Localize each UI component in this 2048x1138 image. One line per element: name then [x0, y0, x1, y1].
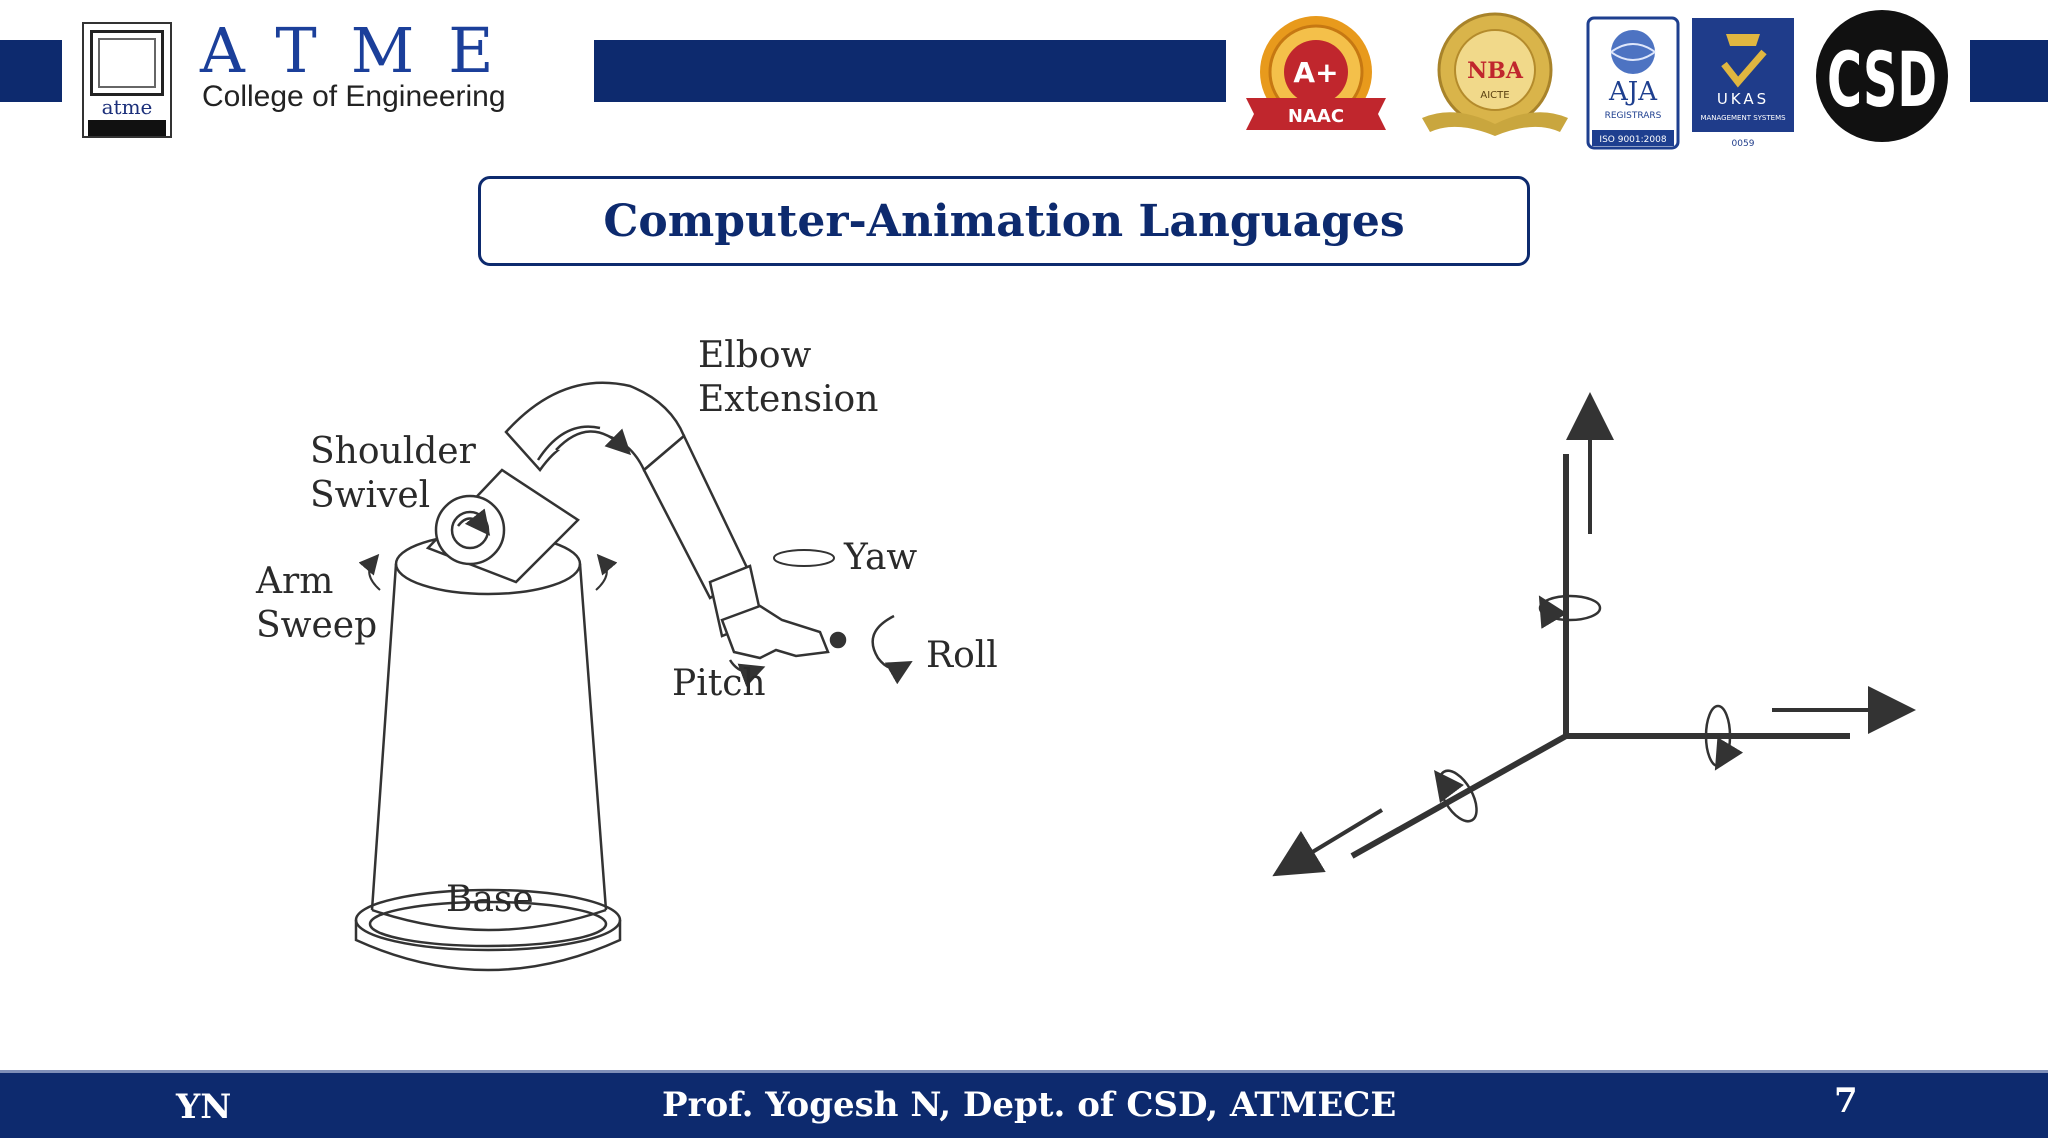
naac-badge: A+ NAAC [1246, 16, 1386, 130]
naac-grade: A+ [1293, 56, 1338, 89]
nba-badge: NBA AICTE [1422, 12, 1568, 136]
label-swivel: Swivel [310, 475, 431, 516]
csd-logo: CSD [1816, 10, 1948, 142]
college-abbreviation: ATME [200, 14, 528, 87]
label-elbow: Elbow [698, 335, 812, 376]
header-band-middle [594, 40, 1226, 102]
nba-label: NBA [1467, 58, 1524, 84]
logo-tagline-strip [88, 120, 166, 136]
arm-sweep-arrow [358, 553, 618, 591]
yaw-arrow [773, 549, 835, 567]
label-yaw: Yaw [844, 537, 918, 578]
axes-diagram [1272, 392, 1916, 877]
robot-base [354, 532, 622, 972]
label-sweep: Sweep [256, 605, 378, 646]
footer-author: Prof. Yogesh N, Dept. of CSD, ATMECE [662, 1085, 1397, 1125]
aja-badge: AJA REGISTRARS ISO 9001:2008 [1586, 16, 1680, 150]
label-extension: Extension [698, 379, 879, 420]
college-name: College of Engineering [202, 80, 506, 113]
axis-lines [1350, 454, 1850, 859]
slide-title: Computer-Animation Languages [603, 195, 1405, 247]
aja-iso: ISO 9001:2008 [1599, 135, 1666, 145]
rotation-arrows [1434, 594, 1744, 823]
naac-label: NAAC [1288, 106, 1344, 127]
ukas-badge: UKAS MANAGEMENT SYSTEMS 0059 [1692, 18, 1794, 149]
label-shoulder: Shoulder [310, 431, 476, 472]
header-band-right [1970, 40, 2048, 102]
logo-text: atme [101, 95, 153, 119]
logo-outer-frame [90, 30, 164, 96]
robot-shoulder [425, 468, 580, 584]
aja-sub: REGISTRARS [1605, 111, 1662, 121]
ukas-code: 0059 [1732, 139, 1755, 149]
footer-bar: YN Prof. Yogesh N, Dept. of CSD, ATMECE … [0, 1070, 2048, 1138]
label-arm: Arm [256, 561, 334, 602]
roll-arrow [871, 614, 913, 685]
college-logo: atme [82, 22, 172, 138]
label-base: Base [446, 879, 534, 920]
robot-arm-diagram [354, 381, 913, 972]
slide-title-box: Computer-Animation Languages [478, 176, 1530, 266]
label-pitch: Pitch [672, 663, 766, 704]
ukas-sub: MANAGEMENT SYSTEMS [1700, 114, 1786, 122]
ukas-label: UKAS [1717, 90, 1769, 108]
logo-inner-frame [98, 38, 156, 88]
robot-wrist [708, 564, 847, 687]
label-roll: Roll [926, 635, 998, 676]
page-number: 7 [1834, 1081, 1858, 1121]
translation-arrows [1272, 392, 1916, 877]
robot-upper-arm [504, 381, 686, 473]
header-band-left [0, 40, 62, 102]
nba-sub: AICTE [1480, 90, 1509, 101]
csd-logo-text: CSD [1827, 35, 1937, 124]
footer-initials: YN [176, 1087, 232, 1127]
aja-label: AJA [1608, 77, 1658, 107]
